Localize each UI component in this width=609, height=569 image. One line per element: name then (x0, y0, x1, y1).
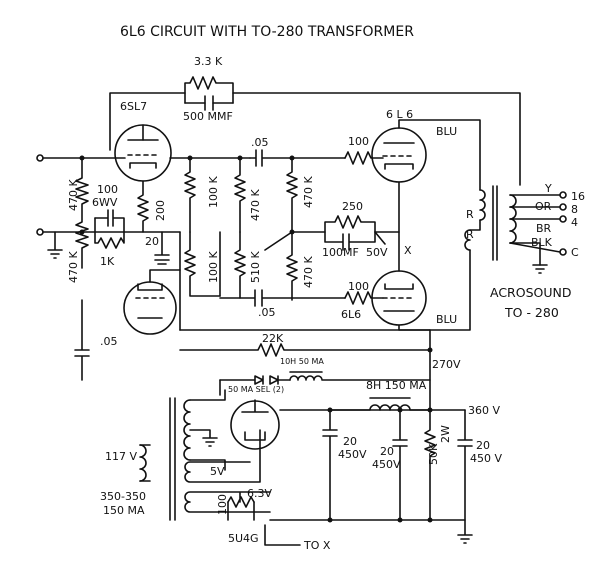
label-r-200: 200 (154, 200, 167, 221)
output-transformer (398, 119, 567, 331)
label-c-500mmf: 500 MMF (183, 110, 233, 123)
label-c-6wv: 6WV (92, 196, 118, 209)
label-c-05-left: .05 (100, 335, 118, 348)
label-r-bottom: R (466, 228, 474, 241)
label-acrosound: ACROSOUND (490, 285, 571, 300)
label-117v: 117 V (105, 450, 137, 463)
filter-section (269, 409, 473, 544)
label-100k-b: 100 K (207, 251, 220, 283)
label-c-100: 100 (97, 183, 118, 196)
label-tap-or: OR (535, 200, 552, 213)
coupling-network (179, 149, 431, 331)
label-c-100mf: 100MF (322, 246, 359, 259)
label-tap-4: 4 (571, 216, 578, 229)
label-c-50v: 50V (366, 246, 388, 259)
label-360v: 360 V (468, 404, 500, 417)
diagram-title: 6L6 CIRCUIT WITH TO-280 TRANSFORMER (120, 24, 414, 40)
grid-stoppers (344, 151, 384, 305)
cathode-network (94, 180, 170, 265)
label-tap-br: BR (536, 222, 552, 235)
label-5u4g: 5U4G (228, 532, 259, 545)
label-5v: 5V (210, 465, 225, 478)
label-hum-100: 100 (216, 494, 229, 515)
label-470k-d: 470 K (302, 176, 315, 208)
label-tap-c: C (571, 246, 579, 259)
label-r-50k: 50K (427, 443, 440, 465)
label-pt-rating-2: 150 MA (103, 504, 145, 517)
input-network (36, 154, 181, 381)
choke-8h (279, 397, 431, 411)
label-tap-blk: BLK (531, 236, 553, 249)
plate-loads (149, 157, 251, 331)
label-r-22k: 22K (262, 332, 284, 345)
tube-6l6-top (371, 127, 427, 183)
label-r-2w: 2W (439, 425, 452, 443)
label-470k-c: 470 K (249, 189, 262, 221)
label-to280: TO - 280 (504, 305, 559, 320)
label-r-3.3k: 3.3 K (194, 55, 223, 68)
label-tap-8: 8 (571, 203, 578, 216)
label-c-05-mid: .05 (258, 306, 276, 319)
label-choke-8h: 8H 150 MA (366, 379, 427, 392)
label-6l6-top: 6 L 6 (386, 108, 413, 121)
label-choke-10h: 10H 50 MA (280, 357, 324, 366)
label-470k-b: 470 K (67, 251, 80, 283)
junction-dots (79, 155, 433, 523)
label-100k-a: 100 K (207, 176, 220, 208)
label-tap-16: 16 (571, 190, 585, 203)
label-blu-bottom: BLU (436, 313, 457, 326)
label-to-x: TO X (303, 539, 331, 552)
label-100-bottom: 100 (348, 280, 369, 293)
label-c-05-top: .05 (251, 136, 269, 149)
label-c20-c-v: 450 V (470, 452, 502, 465)
tube-6sl7-lower (123, 281, 177, 335)
label-r-1k: 1K (100, 255, 115, 268)
label-c20-a: 20 (343, 435, 357, 448)
label-blu-top: BLU (436, 125, 457, 138)
label-510k: 510 K (249, 251, 262, 283)
label-pt-rating-1: 350-350 (100, 490, 146, 503)
label-c20-a-v: 450V (338, 448, 367, 461)
label-c20-b-v: 450V (372, 458, 401, 471)
tube-6sl7-upper (114, 124, 172, 182)
label-r-top: R (466, 208, 474, 221)
feedback-network (109, 76, 521, 186)
label-6.3v: 6.3V (247, 487, 272, 500)
label-r-250: 250 (342, 200, 363, 213)
label-c-20: 20 (145, 235, 159, 248)
heater-winding (227, 492, 301, 546)
label-sel-rect: 50 MA SEL (2) (228, 385, 284, 394)
power-transformer (139, 389, 271, 521)
label-x-mark: X (404, 244, 412, 257)
label-c20-b: 20 (380, 445, 394, 458)
label-tap-y: Y (544, 182, 552, 195)
choke-10h (219, 371, 431, 396)
bplus-distribution (179, 329, 466, 411)
label-470k-e: 470 K (302, 256, 315, 288)
output-cathode-network (264, 181, 400, 272)
label-c20-c: 20 (476, 439, 490, 452)
label-100-top: 100 (348, 135, 369, 148)
label-6l6-bottom: 6L6 (341, 308, 361, 321)
label-470k-a: 470 K (67, 179, 80, 211)
label-270v: 270V (432, 358, 461, 371)
label-6sl7: 6SL7 (120, 100, 147, 113)
tube-5u4g (230, 399, 280, 450)
